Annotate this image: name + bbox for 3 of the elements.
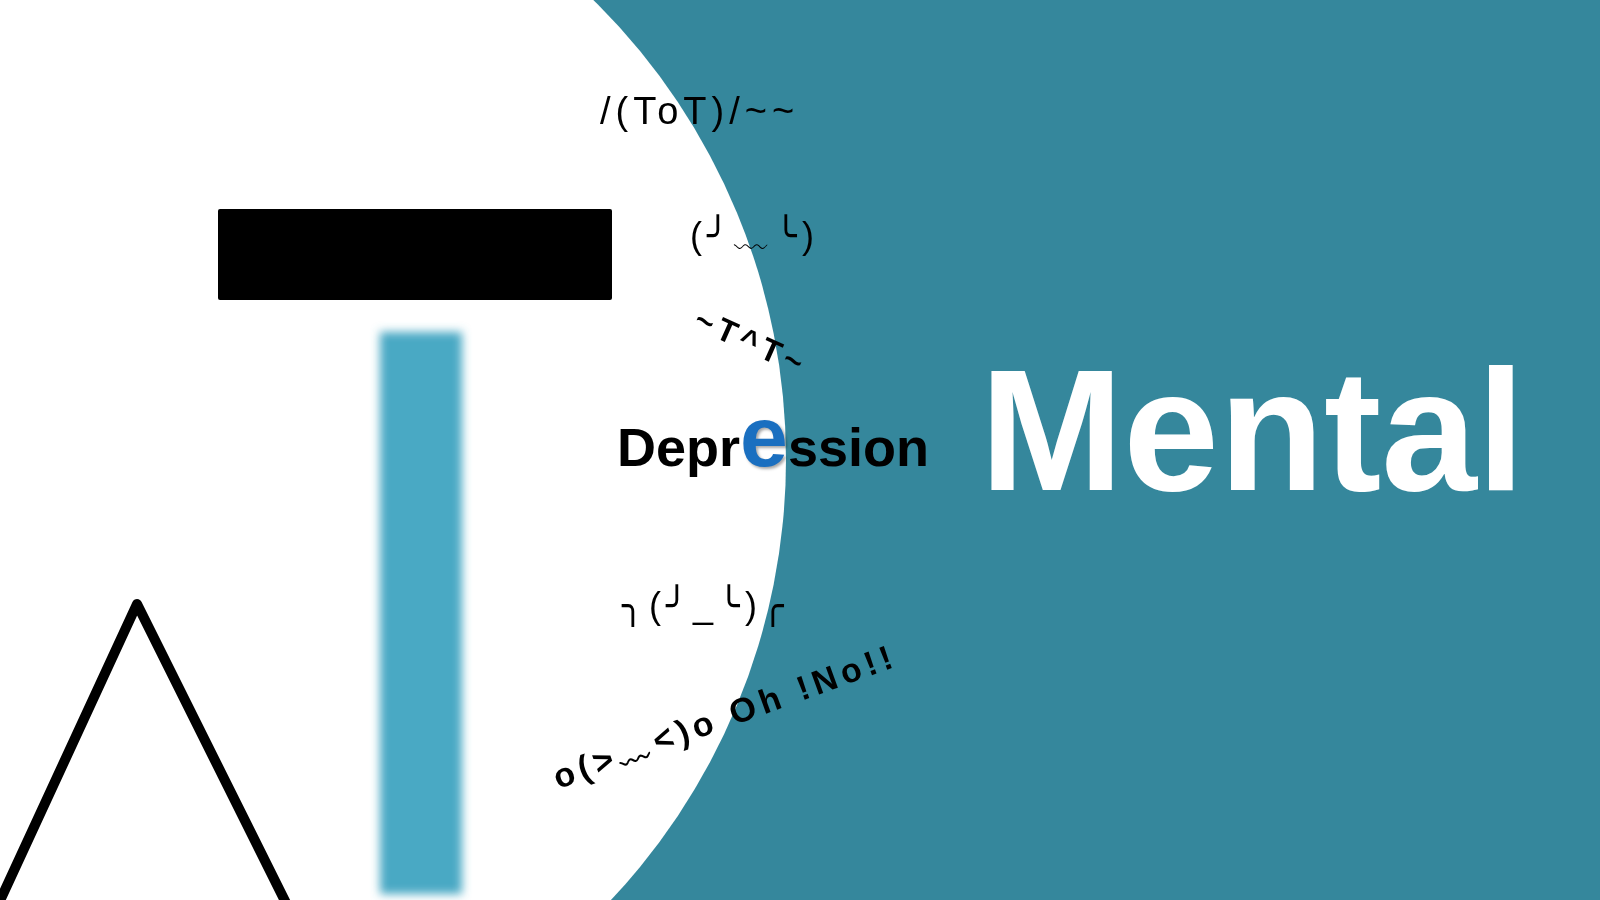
word-text: Depression xyxy=(617,393,929,486)
kaomoji-text: ~T^T~ xyxy=(690,302,813,381)
heading-text: Mental xyxy=(980,344,1525,516)
